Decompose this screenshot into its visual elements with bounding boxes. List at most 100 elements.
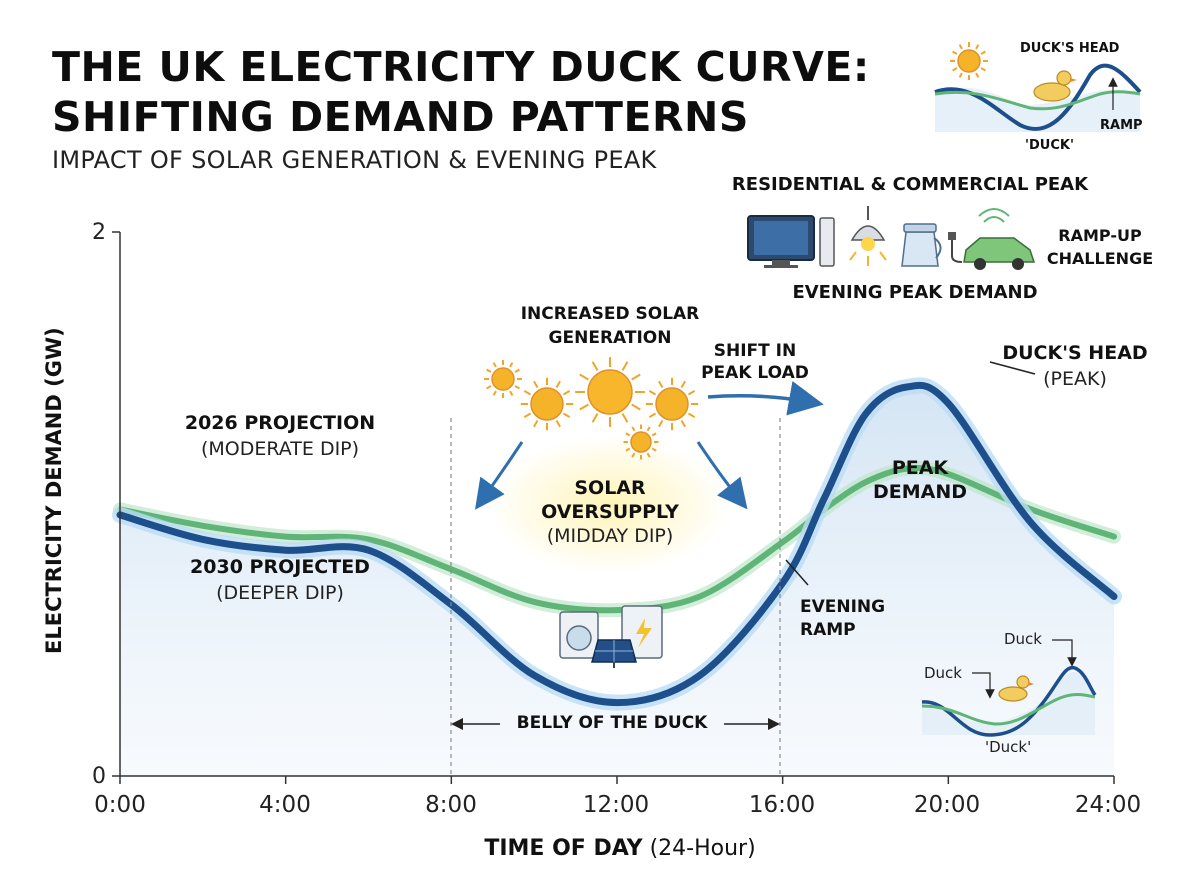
shift-line-2: PEAK LOAD	[701, 363, 809, 383]
duck-icon	[998, 675, 1034, 702]
projection-2026-label: 2026 PROJECTION	[184, 412, 376, 434]
sun-ray	[680, 380, 686, 389]
sun-ray	[646, 426, 651, 432]
inset-top-head-label: DUCK'S HEAD	[1020, 41, 1120, 56]
y-tick-label-2: 2	[92, 220, 106, 245]
evening-peak-demand-label: EVENING PEAK DEMAND	[792, 282, 1038, 303]
ducks-head-leader	[989, 361, 1036, 375]
sun-ray	[523, 390, 532, 396]
x-tick-label: 0:00	[94, 792, 146, 818]
sun-icon	[587, 369, 633, 415]
ramp-up-line-2: CHALLENGE	[1046, 249, 1154, 268]
oversupply-line-2: OVERSUPPLY	[541, 501, 679, 523]
sun-ray	[958, 72, 963, 78]
increased-solar-label: INCREASED SOLAR GENERATION	[480, 302, 740, 350]
x-axis-label-rest: (24-Hour)	[649, 836, 756, 861]
page-title: THE UK ELECTRICITY DUCK CURVE: SHIFTING …	[52, 42, 870, 142]
sun-ray	[562, 390, 571, 396]
sun-ray	[631, 452, 636, 458]
x-axis-label: TIME OF DAY (24-Hour)	[400, 836, 840, 861]
sun-ray	[680, 419, 686, 428]
sun-ray	[658, 419, 664, 428]
sun-ray	[509, 362, 514, 368]
appliance-icons	[559, 605, 663, 668]
residential-peak-label: RESIDENTIAL & COMMERCIAL PEAK	[731, 174, 1089, 195]
sun-ray	[492, 362, 497, 368]
y-tick-label-0: 0	[92, 764, 106, 789]
inset-bottom-duck-label: 'Duck'	[985, 738, 1032, 756]
x-tick-label: 4:00	[259, 792, 311, 818]
inset-bottom-left-label: Duck	[924, 664, 962, 682]
shift-peak-label: SHIFT IN PEAK LOAD	[680, 340, 830, 384]
solar-arrow-left	[474, 441, 524, 510]
peak-demand-label: PEAK DEMAND	[850, 456, 990, 504]
sun-ray	[952, 67, 958, 72]
lamp-icon	[849, 206, 887, 266]
sun-ray	[952, 50, 958, 55]
peak-demand-line-1: PEAK	[891, 457, 949, 479]
sun-ray	[562, 412, 571, 418]
sun-icon	[530, 387, 564, 421]
electric-car-icon	[948, 208, 1036, 270]
sun-ray	[631, 403, 641, 411]
residential-icons	[747, 206, 1036, 270]
sun-ray	[621, 361, 629, 371]
x-axis-ticks	[119, 776, 1115, 784]
sun-ray	[975, 44, 980, 50]
shift-peak-arrow	[707, 381, 824, 416]
x-tick-label: 8:00	[425, 792, 477, 818]
sun-icon	[491, 367, 515, 391]
sun-icons	[484, 42, 988, 460]
x-tick-label: 12:00	[582, 792, 650, 818]
sun-ray	[555, 419, 561, 428]
series-2030-line	[116, 381, 1118, 707]
sun-ray	[555, 380, 561, 389]
sun-ray	[648, 390, 657, 396]
sun-ray	[631, 426, 636, 432]
belly-label: BELLY OF THE DUCK	[516, 713, 708, 733]
increased-solar-line-1: INCREASED SOLAR	[520, 304, 700, 324]
sun-ray	[980, 67, 986, 72]
sun-ray	[621, 413, 629, 423]
sun-ray	[509, 390, 514, 396]
sun-ray	[625, 432, 631, 437]
projection-2026-note: (MODERATE DIP)	[200, 438, 360, 460]
increased-solar-line-2: GENERATION	[548, 328, 672, 348]
sun-ray	[687, 412, 696, 418]
evening-ramp-label: EVENING RAMP	[800, 596, 885, 642]
sun-ray	[958, 44, 963, 50]
sun-ray	[651, 447, 657, 452]
sun-ray	[533, 380, 539, 389]
sun-ray	[651, 432, 657, 437]
page-subtitle: IMPACT OF SOLAR GENERATION & EVENING PEA…	[52, 146, 657, 174]
ramp-up-label: RAMP-UP CHALLENGE	[1040, 224, 1160, 270]
sun-ray	[514, 385, 520, 390]
inset-top-duck	[934, 49, 1142, 132]
sun-ray	[579, 403, 589, 411]
x-axis-label-bold: TIME OF DAY	[484, 836, 643, 861]
kettle-icon	[901, 223, 942, 267]
oversupply-line-1: SOLAR	[574, 477, 646, 499]
evening-ramp-line-2: RAMP	[800, 620, 856, 640]
sun-ray	[533, 419, 539, 428]
sun-ray	[658, 380, 664, 389]
title-line-2: SHIFTING DEMAND PATTERNS	[52, 93, 749, 141]
inset-bottom-duck	[921, 639, 1097, 737]
pc-tower-icon	[819, 217, 835, 267]
monitor-icon	[747, 215, 815, 268]
evening-ramp-line-1: EVENING	[800, 597, 886, 617]
sun-ray	[486, 385, 492, 390]
sun-ray	[591, 361, 599, 371]
sun-ray	[591, 413, 599, 423]
peak-demand-line-2: DEMAND	[872, 481, 968, 503]
solar-panel-icon	[591, 639, 637, 668]
oversupply-label: SOLAR OVERSUPPLY (MIDDAY DIP)	[510, 476, 710, 548]
sun-ray	[486, 368, 492, 373]
evening-ramp-leader	[785, 559, 809, 586]
sun-icon	[957, 49, 981, 73]
solar-arrow-right	[696, 441, 748, 510]
sun-ray	[523, 412, 532, 418]
sun-ray	[646, 452, 651, 458]
inset-top-duck-label: 'DUCK'	[1025, 138, 1074, 153]
